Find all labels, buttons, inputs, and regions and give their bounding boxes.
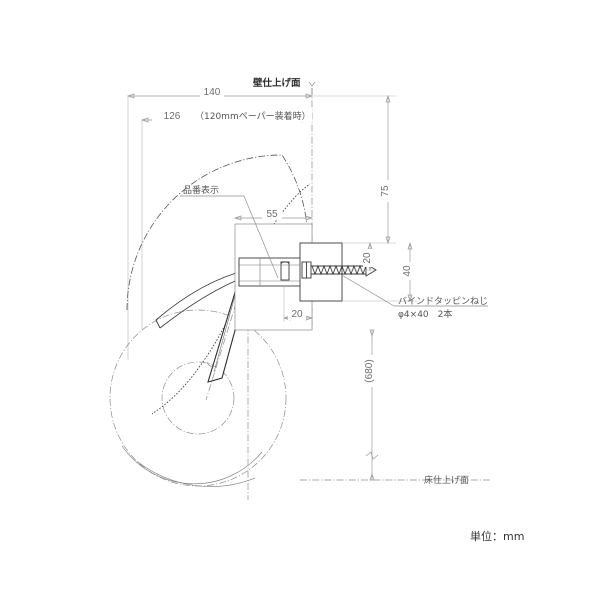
dimension-label-140: 140	[204, 87, 221, 98]
model-number-display-label: 品番表示	[183, 184, 219, 196]
dim-140-text-bg	[200, 85, 224, 97]
dimension-140-group: 140	[126, 85, 314, 360]
swing-arm-center-line	[205, 267, 248, 401]
unit-note-label: 単位：mm	[470, 529, 524, 543]
tapping-screw-group	[301, 261, 377, 279]
dim-126-text-bg	[152, 109, 312, 122]
dim-75-text-bg	[381, 180, 395, 202]
dimension-label-20h: 20	[291, 309, 303, 320]
wall-mount-plate	[299, 242, 343, 302]
arrow-bottom-75	[385, 236, 391, 245]
arrow-top-75	[385, 94, 391, 103]
model-number-leader-diagonal	[243, 195, 279, 279]
arrow-right-55	[305, 215, 314, 221]
dimension-40v-group: 40	[342, 241, 418, 303]
floor-finish-group: 床仕上げ面	[300, 474, 490, 486]
paper-roll-core-circle	[161, 361, 235, 435]
paper-roll-outer-circle	[109, 309, 287, 487]
dim-40v-text-bg	[403, 262, 417, 280]
arrow-bottom-40v	[407, 294, 413, 303]
arrow-right-140	[305, 93, 314, 99]
dim-20v-text-bg	[363, 249, 377, 267]
screw-callout-group: バインドタッピンねじ φ4×40 2本	[339, 273, 488, 320]
arrow-top-680	[369, 329, 375, 338]
break-symbol-680	[365, 451, 379, 460]
dim-20h-text-bg	[288, 308, 306, 320]
wall-finish-surface-label: 壁仕上げ面	[253, 77, 301, 89]
dimension-20h-group: 20	[282, 286, 314, 322]
unit-note-group: 単位：mm	[470, 529, 524, 543]
dimension-55-group: 55	[233, 208, 314, 221]
arrow-left-55	[233, 215, 242, 221]
arrow-left-140	[126, 93, 135, 99]
arrow-bottom-680	[369, 472, 375, 481]
dimension-680-group: (680)	[364, 329, 380, 481]
dimension-label-40v: 40	[402, 265, 413, 277]
screw-leader-line	[339, 273, 395, 307]
dimension-label-680: (680)	[364, 359, 375, 382]
screw-threads	[311, 264, 367, 276]
paper-roll-group	[109, 300, 287, 500]
paper-roll-bottom-arc	[121, 445, 263, 485]
bracket-pin-top	[280, 261, 290, 265]
dim-55-text-bg	[262, 208, 282, 220]
dimension-20v-group: 20	[342, 241, 377, 272]
arrow-top-40v	[407, 241, 413, 250]
paper-swing-outer-arc	[126, 154, 308, 311]
model-number-leader-group: 品番表示	[180, 184, 279, 279]
floor-finish-surface-label: 床仕上げ面	[424, 474, 469, 486]
wall-finish-arrow	[308, 81, 316, 87]
dimension-label-20v: 20	[362, 252, 373, 264]
dimension-75-group: 75	[312, 94, 396, 245]
dimension-label-55: 55	[266, 209, 278, 220]
paper-guide-end-cap	[155, 319, 161, 329]
dimension-label-126: 126	[164, 111, 181, 122]
arrow-left-126	[140, 117, 149, 123]
swing-arm-inner-line	[213, 291, 237, 373]
screw-type-label: バインドタッピンねじ	[398, 296, 488, 307]
paper-edge-tail-dotted	[151, 365, 201, 415]
dimension-126-group: 126 （120mmペーパー装着時）	[140, 109, 312, 330]
paper-roll-outer-bottom-arc	[137, 461, 256, 487]
dimension-label-75: 75	[380, 185, 391, 197]
screw-spec-label: φ4×40 2本	[398, 308, 452, 320]
wall-finish-label-group: 壁仕上げ面	[253, 77, 316, 89]
paper-swing-arc-group	[126, 154, 308, 311]
dim-680-text-bg	[364, 355, 380, 387]
paper-note-label: （120mmペーパー装着時）	[195, 110, 311, 122]
